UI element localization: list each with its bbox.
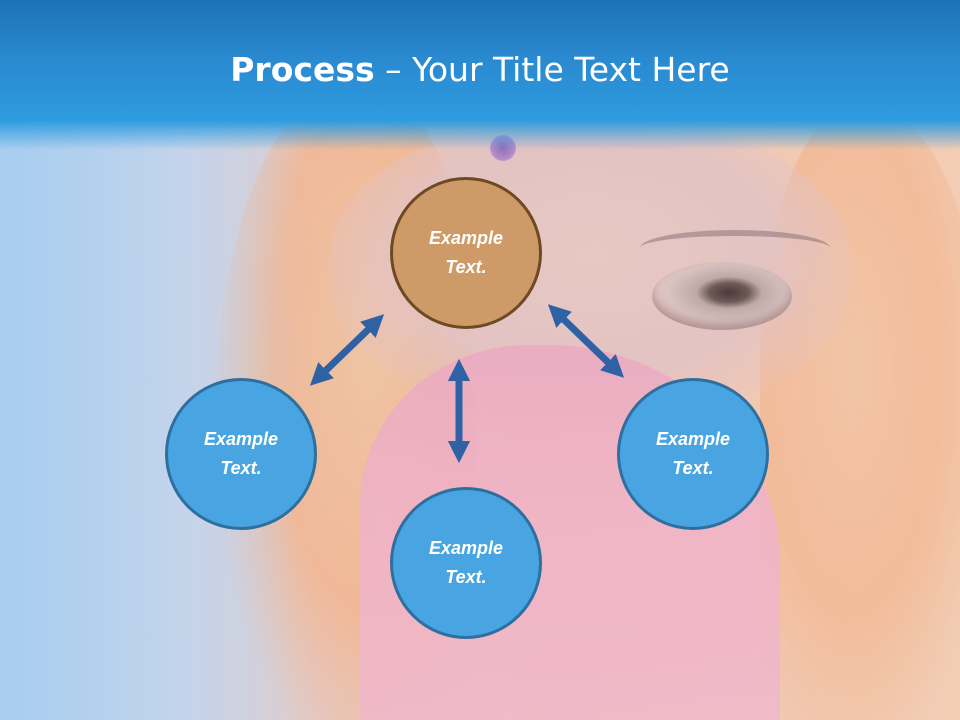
node-bottom-text: Example Text. [428, 538, 504, 587]
process-node-right: Example Text. [617, 378, 769, 530]
title-bold: Process [230, 50, 375, 89]
process-node-bottom: Example Text. [390, 487, 542, 639]
process-node-top: Example Text. [390, 177, 542, 329]
arrow-top-left [309, 314, 385, 386]
eyebrow [640, 230, 830, 266]
eye [652, 262, 792, 330]
arrow-top-right [547, 304, 625, 378]
process-node-left: Example Text. [165, 378, 317, 530]
slide-title: Process – Your Title Text Here [0, 50, 960, 89]
title-rest: – Your Title Text Here [374, 50, 730, 89]
node-left-text: Example Text. [203, 429, 279, 478]
title-bar [0, 0, 960, 150]
node-right-text: Example Text. [655, 429, 731, 478]
node-top-text: Example Text. [428, 228, 504, 277]
